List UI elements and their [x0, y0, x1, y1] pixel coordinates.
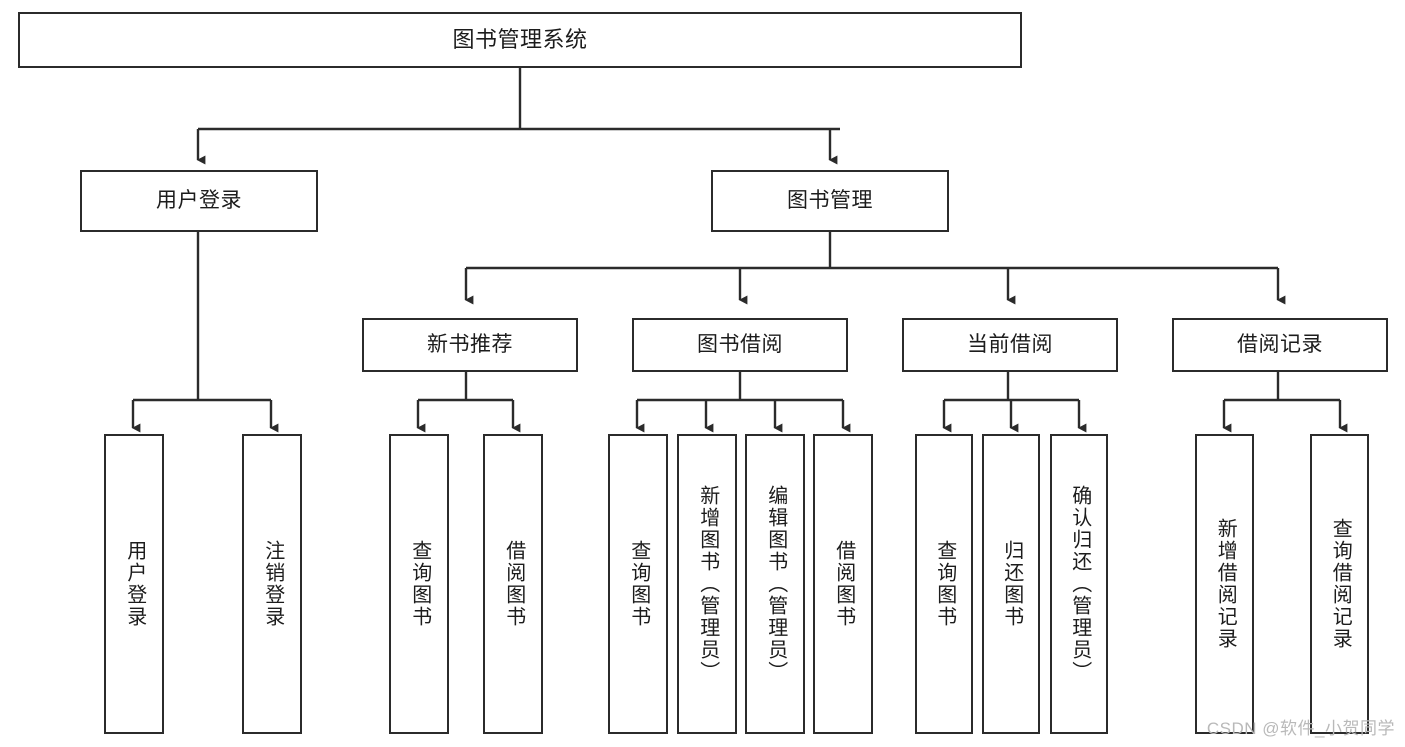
leaf-query-borrow-record[interactable]: 查询借阅记录 [1310, 434, 1369, 734]
node-label: 注销登录 [261, 540, 284, 628]
leaf-add-book-admin[interactable]: 新增图书（管理员） [677, 434, 737, 734]
node-label: 新书推荐 [427, 333, 513, 357]
leaf-query-book-recommend[interactable]: 查询图书 [389, 434, 449, 734]
node-label: 归还图书 [1000, 540, 1023, 628]
node-root-library-system[interactable]: 图书管理系统 [18, 12, 1022, 68]
leaf-borrow-book-recommend[interactable]: 借阅图书 [483, 434, 543, 734]
node-borrow-record[interactable]: 借阅记录 [1172, 318, 1388, 372]
leaf-confirm-return-admin[interactable]: 确认归还（管理员） [1050, 434, 1108, 734]
node-label: 借阅记录 [1237, 333, 1323, 357]
node-label: 图书管理系统 [452, 26, 588, 52]
node-label: 查询图书 [933, 540, 956, 628]
node-label: 编辑图书（管理员） [764, 485, 787, 683]
node-book-management[interactable]: 图书管理 [711, 170, 949, 232]
node-label: 用户登录 [123, 540, 146, 628]
node-book-borrow[interactable]: 图书借阅 [632, 318, 848, 372]
node-label: 新增借阅记录 [1214, 518, 1237, 650]
leaf-add-borrow-record[interactable]: 新增借阅记录 [1195, 434, 1254, 734]
leaf-user-login[interactable]: 用户登录 [104, 434, 164, 734]
node-user-login[interactable]: 用户登录 [80, 170, 318, 232]
leaf-logout[interactable]: 注销登录 [242, 434, 302, 734]
node-label: 图书管理 [787, 189, 873, 213]
leaf-edit-book-admin[interactable]: 编辑图书（管理员） [745, 434, 805, 734]
node-label: 确认归还（管理员） [1068, 485, 1091, 683]
node-label: 当前借阅 [967, 333, 1053, 357]
node-label: 图书借阅 [697, 333, 783, 357]
node-label: 查询图书 [408, 540, 431, 628]
leaf-borrow-book[interactable]: 借阅图书 [813, 434, 873, 734]
node-label: 新增图书（管理员） [696, 485, 719, 683]
node-label: 查询借阅记录 [1329, 518, 1352, 650]
node-label: 借阅图书 [502, 540, 525, 628]
leaf-return-book[interactable]: 归还图书 [982, 434, 1040, 734]
csdn-watermark: CSDN @软件_小贺同学 [1206, 719, 1395, 738]
node-current-borrow[interactable]: 当前借阅 [902, 318, 1118, 372]
node-new-book-recommend[interactable]: 新书推荐 [362, 318, 578, 372]
node-label: 查询图书 [627, 540, 650, 628]
node-label: 借阅图书 [832, 540, 855, 628]
node-label: 用户登录 [156, 189, 242, 213]
leaf-query-book-current[interactable]: 查询图书 [915, 434, 973, 734]
leaf-query-book-borrow[interactable]: 查询图书 [608, 434, 668, 734]
